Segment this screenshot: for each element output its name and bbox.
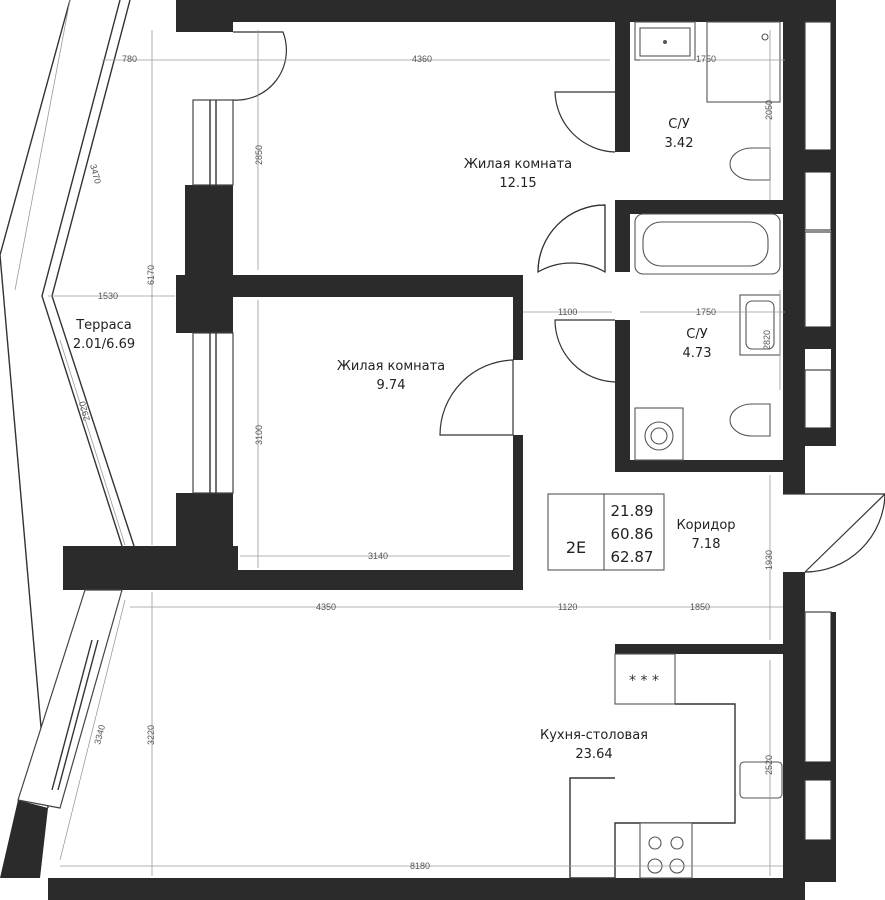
dimension-lines [14,0,785,876]
wall-left-pier-2 [176,493,233,550]
terrace-area: 2.01/6.69 [73,337,135,352]
dim-2820: 2820 [762,330,772,350]
dim-1750-mid: 1750 [696,307,716,317]
toilet-icon [729,147,771,181]
corridor-name: Коридор [676,518,735,533]
wall-left-low [176,546,233,572]
dim-1850: 1850 [690,602,710,612]
dim-4360: 4360 [412,54,432,64]
dim-3140: 3140 [368,551,388,561]
wall-terrace-bottom [0,800,48,878]
terrace-door [232,31,287,101]
dim-1750-top: 1750 [696,54,716,64]
wall-lr2-right-top [513,285,523,360]
apartment-type: 2E [566,538,586,557]
fixtures [569,21,783,879]
living-room-1-name: Жилая комната [464,157,572,172]
dim-1530: 1530 [98,291,118,301]
dim-4350: 4350 [316,602,336,612]
total-area-with-terrace: 62.87 [611,548,654,566]
dim-1120: 1120 [558,602,577,612]
kitchen-name: Кухня-столовая [540,728,648,743]
bathroom-2-name: С/У [686,327,707,342]
terrace-outline [0,0,135,809]
left-windows [192,99,234,494]
shower-icon [706,21,781,103]
living-room-1-area: 12.15 [499,176,536,191]
living-area: 21.89 [611,502,654,520]
room-labels: Жилая комната 12.15 Жилая комната 9.74 С… [73,117,736,762]
bathroom-1-area: 3.42 [665,136,694,151]
wall-lr2-right-bottom [513,435,523,585]
wall-left-top [176,0,233,32]
wall-right-lower [783,572,805,882]
wall-bottom [48,878,805,900]
dim-8180: 8180 [410,861,430,871]
cooktop-counter [614,653,676,705]
dim-1930: 1930 [764,550,774,570]
bath2-door [554,319,616,383]
dim-2050: 2050 [764,100,774,120]
living2-door [439,359,514,436]
corridor-area: 7.18 [692,537,721,552]
doors [232,31,885,573]
wall-bath1-left [615,22,630,152]
bath1-door [554,91,616,153]
wall-kitchen-partition [615,644,783,654]
wall-top [176,0,836,22]
washing-machine-icon [634,407,684,461]
dim-2850: 2850 [254,145,264,165]
kitchen-sink-icon [739,761,783,799]
stove-icon [639,822,693,879]
walls [0,0,836,900]
toilet-2-icon [729,403,771,437]
kitchen-area: 23.64 [575,747,612,762]
living-room-2-name: Жилая комната [337,359,445,374]
right-facade [804,21,836,882]
dim-3100: 3100 [254,425,264,445]
apartment-badge: 2E 21.89 60.86 62.87 [547,493,665,571]
wall-kitchen-top [63,570,523,590]
wall-bath-divider [615,200,785,214]
dim-6170: 6170 [146,265,156,285]
wall-bath2-bottom [615,460,805,472]
wall-bath-left-mid [615,205,630,272]
cooktop-burners: * * * [629,673,659,689]
dim-3470: 3470 [88,163,103,185]
bathroom-2-area: 4.73 [683,346,712,361]
dim-3340: 3340 [92,724,107,746]
wall-bath-right [783,22,805,494]
living-room-2-area: 9.74 [377,378,406,393]
wall-terrace-joint [63,546,130,590]
wall-left-pier-1b [176,275,233,333]
dim-780: 780 [122,54,137,64]
living1-door [537,204,606,273]
dim-1100: 1100 [558,307,577,317]
wall-bath2-left [615,320,630,470]
total-area: 60.86 [611,525,654,543]
bathroom-1-name: С/У [668,117,689,132]
dim-3220: 3220 [146,725,156,745]
terrace-name: Терраса [75,318,132,333]
dim-2520: 2520 [764,755,774,775]
